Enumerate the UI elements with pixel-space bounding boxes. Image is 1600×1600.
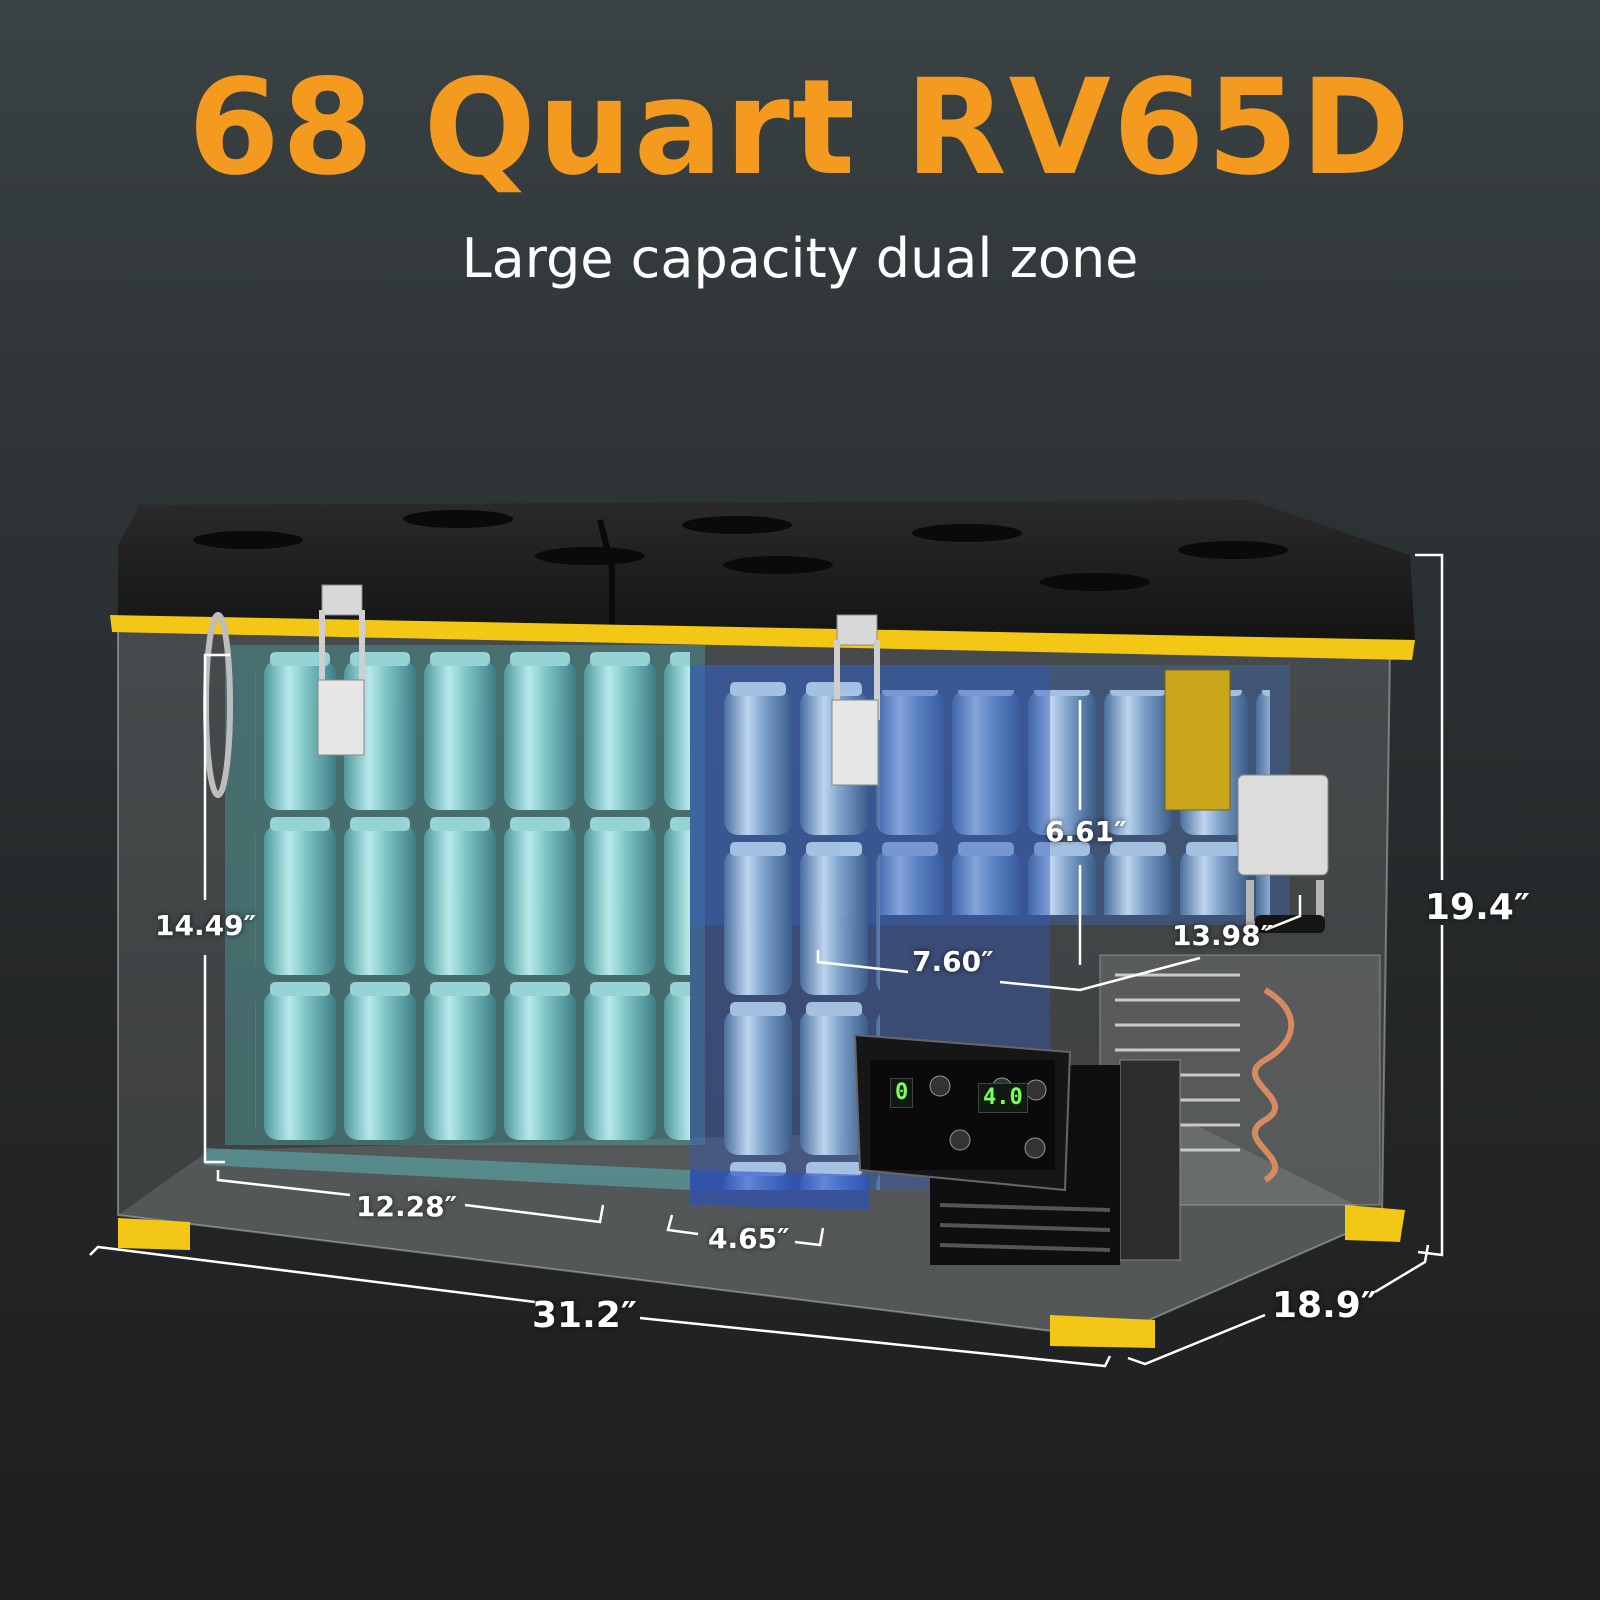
dimension-right-depth: 13.98″ (1172, 919, 1274, 952)
dimension-height: 19.4″ (1425, 887, 1530, 928)
dimension-width: 31.2″ (532, 1295, 637, 1336)
yellow-trim (110, 615, 1415, 660)
dimension-left-bin-width: 12.28″ (356, 1190, 458, 1223)
dimension-right-lower-width: 4.65″ (708, 1222, 790, 1255)
dimension-depth: 18.9″ (1272, 1285, 1377, 1326)
product-title: 68 Quart RV65D (187, 51, 1413, 205)
left-latch[interactable] (317, 584, 365, 756)
right-latch[interactable] (831, 614, 880, 786)
left-bin (205, 645, 705, 1190)
fridge-lid (118, 500, 1415, 640)
dimension-right-upper-width: 7.60″ (912, 945, 994, 978)
left-temp-display: 0 (890, 1078, 914, 1108)
side-handle[interactable] (1237, 774, 1329, 933)
control-panel (853, 1033, 1072, 1192)
product-subtitle: Large capacity dual zone (461, 227, 1139, 290)
dimension-lines (89, 553, 1444, 1368)
dimension-right-upper-height: 6.61″ (1045, 815, 1127, 848)
corner-bumpers (118, 1205, 1405, 1348)
yellow-hinge (1164, 669, 1231, 811)
dimension-left-bin-height: 14.49″ (155, 909, 257, 942)
right-temp-display: 4.0 (978, 1083, 1028, 1113)
